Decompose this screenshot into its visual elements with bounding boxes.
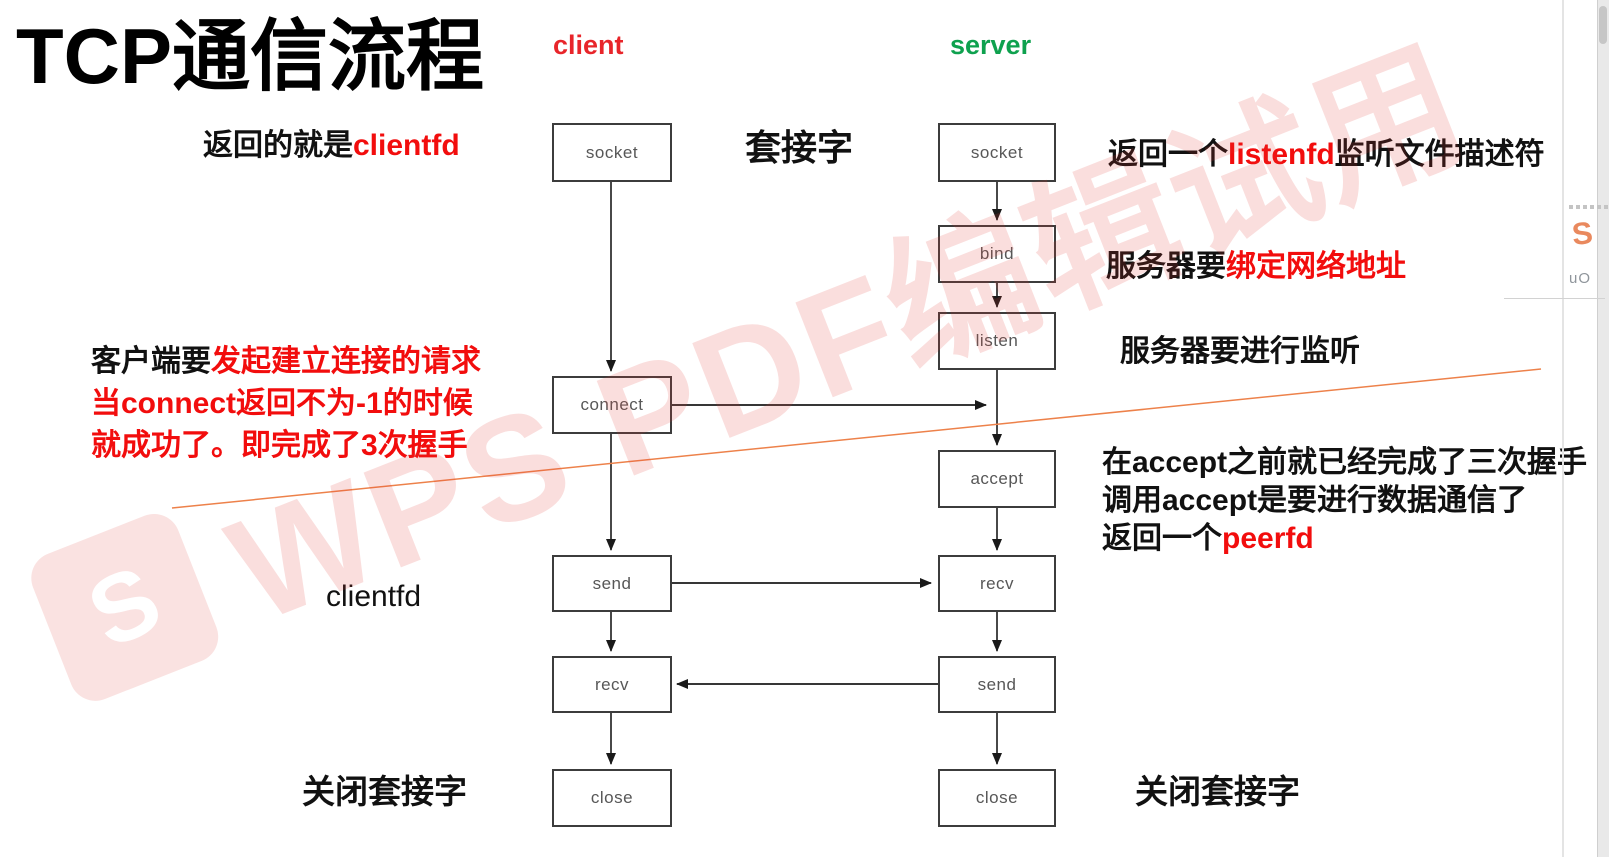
- box-label: close: [975, 788, 1019, 807]
- flow-box-server-listen: listen: [938, 312, 1056, 370]
- wps-watermark-logo-icon: S: [23, 505, 226, 709]
- flow-box-server-bind: bind: [938, 225, 1056, 283]
- label-close-right: 关闭套接字: [1135, 773, 1300, 810]
- flow-box-server-close: close: [938, 769, 1056, 827]
- note-socket-server: 返回一个listenfd监听文件描述符: [1108, 137, 1545, 173]
- scrollbar-track: [1597, 0, 1609, 857]
- note-text-black: 返回一个: [1102, 522, 1222, 555]
- box-label: bind: [979, 244, 1015, 263]
- box-label: send: [592, 573, 632, 593]
- flow-box-client-send: send: [552, 555, 672, 612]
- note-connect: 客户端要发起建立连接的请求 当connect返回不为-1的时候 就成功了。即完成…: [91, 341, 481, 467]
- box-label: connect: [580, 395, 644, 414]
- note-line: 返回一个peerfd: [1102, 520, 1587, 558]
- note-socket-mid: 套接字: [745, 127, 854, 168]
- flow-box-client-close: close: [552, 769, 672, 827]
- box-label: send: [977, 674, 1017, 694]
- note-text-black: 服务器要: [1106, 250, 1226, 283]
- box-label: recv: [594, 674, 630, 694]
- box-label: socket: [970, 142, 1024, 162]
- box-label: close: [590, 788, 634, 807]
- note-line: 就成功了。即完成了3次握手: [91, 429, 468, 462]
- note-accept: 在accept之前就已经完成了三次握手 调用accept是要进行数据通信了 返回…: [1102, 444, 1587, 558]
- box-label: accept: [970, 469, 1024, 488]
- note-text-black: 返回一个: [1108, 138, 1228, 171]
- note-text-black: 返回的就是: [203, 129, 353, 162]
- note-text-red: clientfd: [353, 129, 460, 162]
- note-line: 当connect返回不为-1的时候: [91, 387, 473, 420]
- flow-box-client-connect: connect: [552, 376, 672, 434]
- label-clientfd: clientfd: [326, 580, 422, 613]
- wps-logo-glyph: S: [72, 544, 177, 669]
- note-bind: 服务器要绑定网络地址: [1106, 249, 1406, 285]
- scrollbar-thumb[interactable]: [1599, 6, 1607, 44]
- box-label: recv: [979, 573, 1015, 593]
- page-title: TCP通信流程: [16, 12, 485, 100]
- flow-box-server-send: send: [938, 656, 1056, 713]
- note-text-black: 监听文件描述符: [1334, 138, 1545, 171]
- note-text-red: 绑定网络地址: [1226, 250, 1406, 283]
- lane-label-server: server: [950, 30, 1032, 60]
- note-socket-client: 返回的就是clientfd: [203, 128, 460, 164]
- note-text-red: 发起建立连接的请求: [211, 345, 481, 378]
- note-line: 调用accept是要进行数据通信了: [1102, 484, 1528, 517]
- page-edge-divider: [1562, 0, 1564, 857]
- note-line: 客户端要发起建立连接的请求: [91, 341, 481, 383]
- note-text-red: peerfd: [1222, 522, 1314, 555]
- note-listen: 服务器要进行监听: [1120, 335, 1360, 368]
- box-label: socket: [585, 142, 639, 162]
- note-line: 在accept之前就已经完成了三次握手: [1102, 446, 1588, 479]
- box-label: listen: [975, 331, 1019, 350]
- flow-box-server-recv: recv: [938, 555, 1056, 612]
- label-close-left: 关闭套接字: [302, 773, 467, 810]
- note-text-black: 客户端要: [91, 345, 211, 378]
- note-text-red: listenfd: [1228, 138, 1335, 171]
- wps-sidebar-logo-icon[interactable]: S: [1570, 215, 1595, 252]
- flow-box-client-recv: recv: [552, 656, 672, 713]
- flow-box-server-socket: socket: [938, 123, 1056, 182]
- flow-box-server-accept: accept: [938, 450, 1056, 508]
- flow-box-client-socket: socket: [552, 123, 672, 182]
- sidebar-divider: [1504, 298, 1605, 299]
- lane-label-client: client: [553, 30, 624, 60]
- sidebar-collapsed-tab[interactable]: uO: [1569, 270, 1592, 287]
- sidebar-dots-icon: [1569, 205, 1608, 209]
